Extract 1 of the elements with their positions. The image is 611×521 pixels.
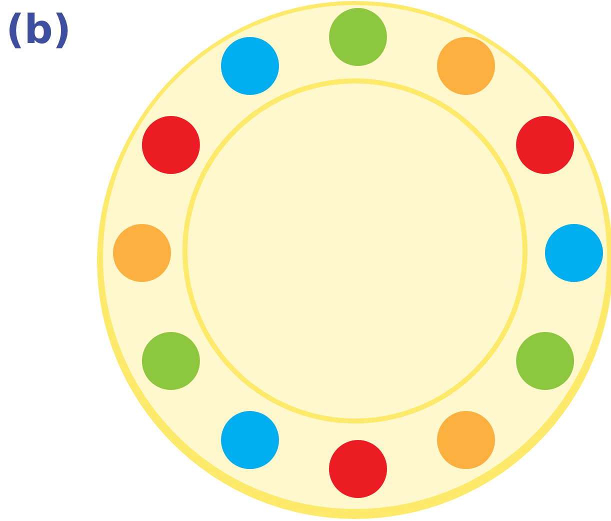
panel-label: (b) (6, 10, 72, 50)
